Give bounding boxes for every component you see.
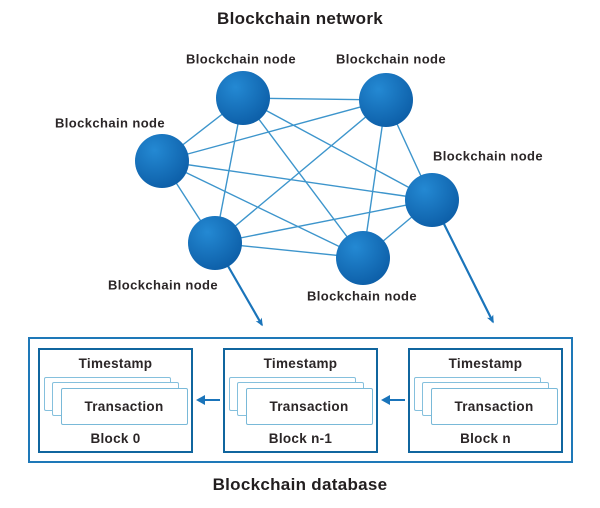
down-arrow-icon xyxy=(443,223,494,324)
network-title: Blockchain network xyxy=(217,9,383,28)
network-edge xyxy=(161,160,364,259)
node-label: Blockchain node xyxy=(107,277,219,293)
node-label: Blockchain node xyxy=(306,288,418,304)
node-label: Blockchain node xyxy=(432,148,544,164)
network-edge xyxy=(242,97,364,259)
block-name: Block n-1 xyxy=(268,430,333,446)
network-edge xyxy=(242,97,433,201)
network-to-database-arrows xyxy=(227,223,494,327)
blockchain-node xyxy=(188,216,242,270)
transaction-stack: Transaction xyxy=(43,376,188,425)
down-arrow-icon xyxy=(227,265,263,327)
transaction-label: Transaction xyxy=(269,398,349,414)
transaction-label: Transaction xyxy=(454,398,534,414)
timestamp-label: Timestamp xyxy=(78,355,153,371)
network-edge xyxy=(161,160,433,201)
transaction-card-front: Transaction xyxy=(60,387,188,425)
transaction-stack: Transaction xyxy=(413,376,558,425)
blockchain-node xyxy=(359,73,413,127)
block-0: Timestamp Transaction Block 0 xyxy=(38,347,193,453)
chain-link-1 xyxy=(378,395,408,405)
node-label: Blockchain node xyxy=(54,115,166,131)
blockchain-node xyxy=(216,71,270,125)
timestamp-label: Timestamp xyxy=(448,355,523,371)
node-label: Blockchain node xyxy=(185,51,297,67)
database-title: Blockchain database xyxy=(212,475,388,494)
network-edge xyxy=(214,199,433,244)
block-name: Block 0 xyxy=(90,430,141,446)
transaction-card-front: Transaction xyxy=(430,387,558,425)
block-n: Timestamp Transaction Block n xyxy=(408,347,563,453)
timestamp-label: Timestamp xyxy=(263,355,338,371)
node-label: Blockchain node xyxy=(335,51,447,67)
transaction-stack: Transaction xyxy=(228,376,373,425)
chain-link-0 xyxy=(193,395,223,405)
blockchain-node xyxy=(135,134,189,188)
left-arrow-icon xyxy=(196,395,220,405)
blockchain-node xyxy=(405,173,459,227)
network-nodes xyxy=(135,71,459,285)
block-n-1: Timestamp Transaction Block n-1 xyxy=(223,347,378,453)
blockchain-node xyxy=(336,231,390,285)
transaction-card-front: Transaction xyxy=(245,387,373,425)
network-edge xyxy=(161,99,387,162)
left-arrow-icon xyxy=(381,395,405,405)
transaction-label: Transaction xyxy=(84,398,164,414)
network-edge xyxy=(214,99,387,244)
network-graph xyxy=(135,71,494,327)
block-name: Block n xyxy=(460,430,511,446)
database-container: Timestamp Transaction Block 0 Timestamp … xyxy=(28,337,573,463)
